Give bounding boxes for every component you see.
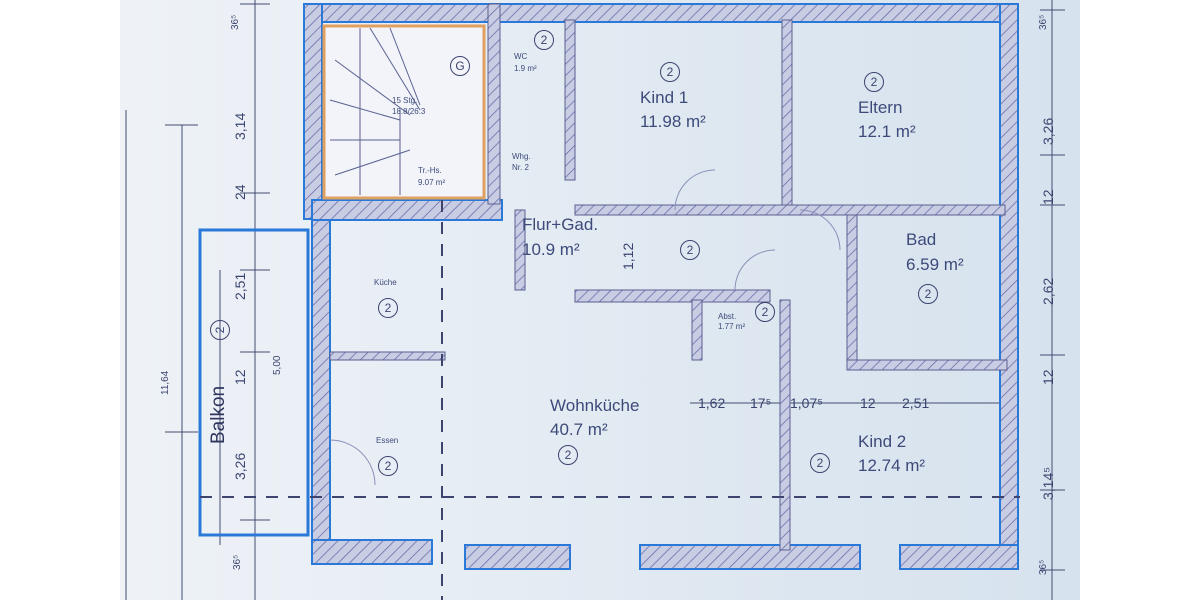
room-name-eltern: Eltern	[858, 98, 903, 117]
stair-rise-run: 18.8/26.3	[392, 107, 426, 116]
dim-left: 2,51	[232, 272, 248, 300]
balcony-outline	[198, 228, 310, 537]
room-name-flur: Flur+Gad.	[522, 215, 599, 234]
dim-left: 3,14	[232, 112, 248, 140]
dim-left-inner: 5,00	[272, 355, 283, 375]
stair-marker: G	[450, 56, 470, 76]
level-marker: 2	[378, 298, 398, 318]
room-name-kueche: Küche	[374, 278, 397, 287]
room-name-essen: Essen	[376, 436, 399, 445]
level-marker: 2	[210, 320, 230, 340]
level-marker: 2	[918, 284, 938, 304]
room-area-eltern: 12.1 m²	[858, 122, 916, 141]
dim-left: 36⁵	[232, 554, 243, 570]
level-marker: 2	[558, 445, 578, 465]
stair-steps-label: 15 Stg.	[392, 96, 418, 105]
dim-right: 3,26	[1040, 117, 1056, 145]
room-name-abst: Abst.	[718, 312, 737, 321]
dim-horizontal: 1,07⁵	[790, 395, 824, 411]
room-name-kind1: Kind 1	[640, 88, 689, 107]
dim-left: 36⁵	[230, 14, 241, 30]
doors	[329, 169, 841, 486]
interior-walls	[329, 3, 1008, 551]
floor-plan: 2 Kind 1 11.98 m² 2 Eltern 12.1 m² Flur+…	[120, 0, 1080, 600]
walls	[303, 3, 1019, 570]
room-name-wohnkueche: Wohnküche	[550, 396, 640, 415]
room-area-kind2: 12.74 m²	[858, 456, 926, 475]
dim-right: 12	[1040, 369, 1056, 385]
dim-right: 36⁵	[1038, 14, 1049, 30]
level-marker: 2	[810, 453, 830, 473]
apartment-label-1: Whg.	[512, 152, 531, 161]
apartment-label-2: Nr. 2	[512, 163, 529, 172]
dim-left-total: 11,64	[160, 370, 171, 395]
floor-plan-drawing	[125, 0, 1065, 600]
room-area-bad: 6.59 m²	[906, 255, 964, 274]
dim-horizontal: 12	[860, 395, 876, 411]
stair-steps	[329, 27, 421, 195]
stair-area: 9.07 m²	[418, 178, 446, 187]
dim-right: 3,14⁵	[1040, 466, 1056, 500]
dim-horizontal: 2,51	[902, 395, 930, 411]
dim-right: 36⁵	[1038, 559, 1049, 575]
stair-label: Tr.-Hs.	[418, 166, 442, 175]
room-name-balkon: Balkon	[208, 385, 229, 444]
dimension-lines	[125, 0, 1065, 600]
level-marker: 2	[534, 30, 554, 50]
room-area-wc: 1.9 m²	[514, 64, 537, 73]
room-area-wohnkueche: 40.7 m²	[550, 420, 608, 439]
room-area-kind1: 11.98 m²	[640, 112, 706, 131]
dim-left: 3,26	[232, 452, 248, 480]
dim-horizontal: 17⁵	[750, 395, 772, 411]
dim-left: 12	[232, 369, 248, 385]
room-name-kind2: Kind 2	[858, 432, 907, 451]
level-marker: 2	[864, 72, 884, 92]
dim-corridor: 1,12	[620, 242, 636, 270]
axis-lines	[200, 200, 1020, 600]
level-marker: 2	[755, 302, 775, 322]
room-area-flur: 10.9 m²	[522, 240, 580, 259]
dim-right: 2,62	[1040, 277, 1056, 305]
level-marker: 2	[660, 62, 680, 82]
room-name-wc: WC	[514, 52, 528, 61]
room-area-abst: 1.77 m²	[718, 322, 746, 331]
level-marker: 2	[680, 240, 700, 260]
room-name-bad: Bad	[906, 230, 937, 249]
dim-right: 12	[1040, 189, 1056, 205]
dim-left: 24	[232, 184, 248, 200]
level-marker: 2	[378, 456, 398, 476]
dim-horizontal: 1,62	[698, 395, 726, 411]
